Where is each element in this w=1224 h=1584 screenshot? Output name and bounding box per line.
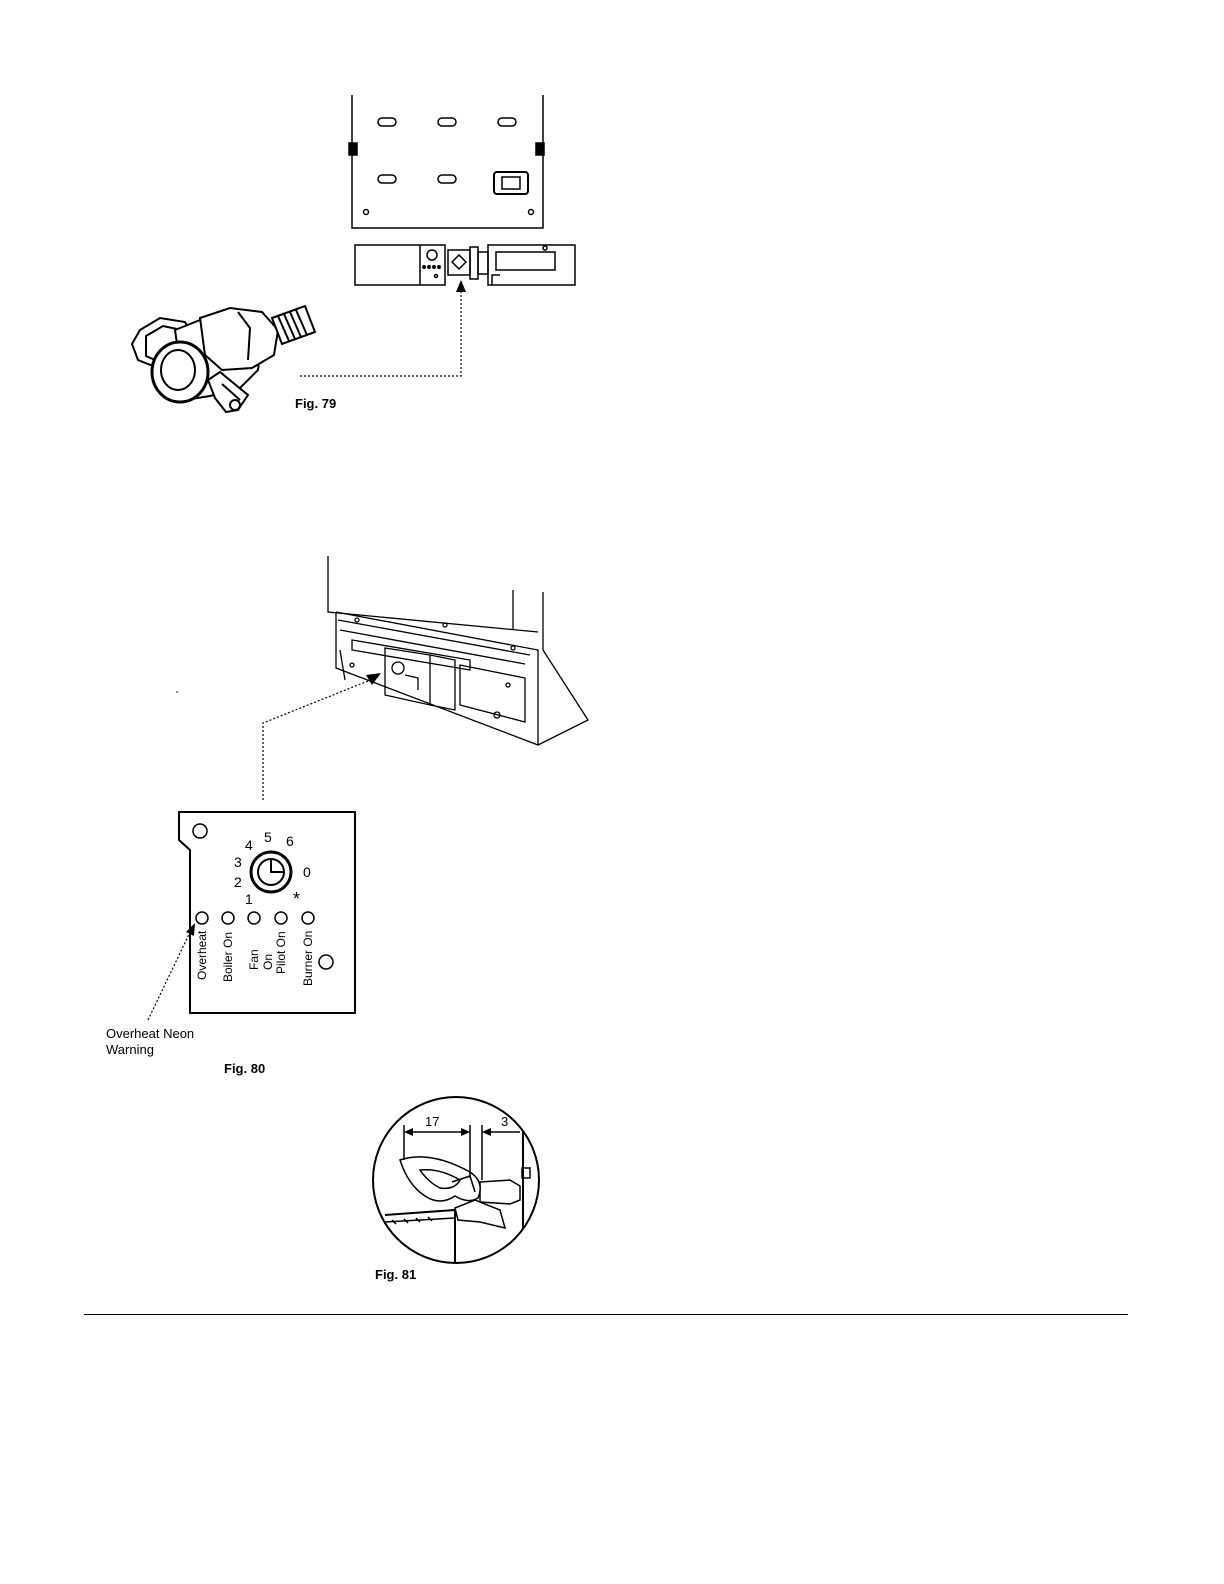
page-divider bbox=[84, 1314, 1128, 1315]
fig81-caption: Fig. 81 bbox=[375, 1267, 416, 1282]
dimension-label: 17 bbox=[425, 1114, 439, 1129]
dimension-label: 3 bbox=[501, 1114, 508, 1129]
